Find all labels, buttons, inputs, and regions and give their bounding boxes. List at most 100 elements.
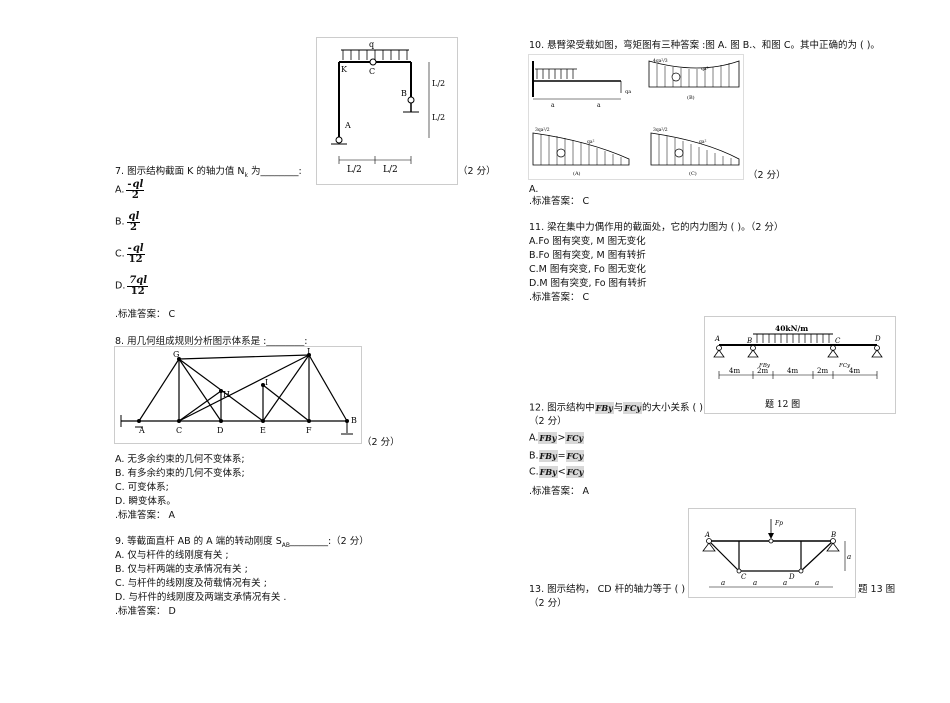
q7-vdim-1: L/2 (432, 79, 445, 88)
q12-fcy-symbol: FCy (623, 402, 642, 414)
q10-dim-a1: a (551, 102, 555, 109)
q11-option-a[interactable]: A.Fo 图有突变, M 图无变化 (529, 236, 646, 247)
q8-node-H: H (223, 390, 230, 399)
q9-option-c[interactable]: C. 与杆件的线刚度及荷载情况有关 ; (115, 578, 267, 589)
q12-answer: .标准答案： A (529, 486, 590, 497)
q8-truss-figure: G J H I A C D E F B (114, 346, 362, 444)
q12-dim-2: 2m (757, 367, 768, 375)
q12-node-A: A (714, 335, 720, 343)
q10-option-a[interactable]: A. (529, 184, 539, 195)
q7-hdim-1: L/2 (347, 165, 362, 175)
q7-label-B: B (401, 89, 407, 98)
q7-label-C: C (369, 67, 375, 76)
q10-score: （2 分） (748, 170, 786, 181)
q11-stem: 11. 梁在集中力偶作用的截面处，它的内力图为 ( )。（2 分） (529, 222, 784, 233)
q13-stem: 13. 图示结构， CD 杆的轴力等于 ( ) (529, 584, 686, 595)
q13-node-C: C (741, 573, 747, 581)
q13-score: （2 分） (529, 598, 567, 609)
q12-option-a[interactable]: A.FBy>FCy (529, 432, 585, 444)
q13-dim-1: a (721, 579, 725, 587)
q8-node-J: J (306, 347, 310, 356)
q13-load-Fp: Fp (774, 520, 783, 527)
q12-fcy-label: FCy (838, 363, 851, 369)
q12-fby-label: FBy (758, 363, 771, 369)
q7-load-label: q (369, 40, 374, 49)
q9-option-a[interactable]: A. 仅与杆件的线刚度有关 ; (115, 550, 229, 561)
q8-node-I: I (265, 378, 268, 387)
q8-option-b[interactable]: B. 有多余约束的几何不变体系; (115, 468, 245, 479)
q13-dim-3: a (783, 579, 787, 587)
q12-dim-1: 4m (729, 367, 740, 375)
q9-answer: .标准答案： D (115, 606, 176, 617)
q12-stem: 12. 图示结构中FBy与FCy的大小关系 ( ) (529, 402, 703, 414)
q12-dim-5: 4m (849, 367, 860, 375)
q12-node-D: D (874, 335, 881, 343)
q7-answer: .标准答案： C (115, 309, 176, 320)
q7-frame-figure: q K C B A L/2 L/2 L/2 L/2 (316, 37, 458, 185)
q12-dim-3: 4m (787, 367, 798, 375)
q10-b-label: (B) (687, 94, 695, 101)
q12-node-B: B (746, 337, 752, 345)
q13-dim-2: a (753, 579, 757, 587)
q8-node-C: C (176, 426, 182, 435)
q8-node-D: D (217, 426, 223, 435)
q10-c-label: (C) (689, 170, 697, 177)
q10-b-right: qa² (701, 66, 709, 72)
q8-node-G: G (173, 350, 179, 359)
q8-node-E: E (260, 426, 266, 435)
q13-caption: 题 13 图 (858, 584, 896, 595)
q13-node-A: A (704, 531, 710, 539)
q11-answer: .标准答案： C (529, 292, 590, 303)
q7-vdim-2: L/2 (432, 113, 445, 122)
q12-option-c[interactable]: C.FBy<FCy (529, 466, 585, 478)
q10-dim-a2: a (597, 102, 601, 109)
q8-option-a[interactable]: A. 无多余约束的几何不变体系; (115, 454, 245, 465)
q13-node-B: B (830, 531, 836, 539)
q12-option-b[interactable]: B.FBy=FCy (529, 450, 585, 462)
q8-score: （2 分） (362, 437, 400, 448)
q10-load-qa: qa (625, 89, 631, 95)
q11-option-b[interactable]: B.Fo 图有突变, M 图有转折 (529, 250, 646, 261)
q13-dim-4: a (815, 579, 819, 587)
q10-stem: 10. 悬臂梁受载如图，弯矩图有三种答案 :图 A. 图 B.、和图 C。其中正… (529, 40, 880, 51)
q8-node-A: A (138, 426, 145, 435)
q10-a-label: (A) (573, 170, 581, 177)
q13-dim-height: a (847, 553, 851, 561)
q7-stem: 7. 图示结构截面 K 的轴力值 Nk 为________: (115, 166, 302, 179)
q12-load-label: 40kN/m (775, 324, 808, 333)
q10-c-right: qa² (699, 139, 707, 145)
q13-node-D: D (788, 573, 795, 581)
q13-truss-figure: Fp A B C D a a a a a (688, 508, 856, 598)
q11-option-d[interactable]: D.M 图有突变, Fo 图有转折 (529, 278, 647, 289)
q12-dim-4: 2m (817, 367, 828, 375)
q10-a-right: qa² (587, 139, 595, 145)
q10-answer: .标准答案： C (529, 196, 590, 207)
q12-beam-figure: 40kN/m A B C D FBy FCy 4m 2m 4m 2m 4m 题 … (704, 316, 896, 414)
q11-option-c[interactable]: C.M 图有突变, Fo 图无变化 (529, 264, 646, 275)
q8-answer: .标准答案： A (115, 510, 176, 521)
q12-score: （2 分） (529, 416, 567, 427)
q12-node-C: C (835, 337, 841, 345)
q8-option-d[interactable]: D. 瞬变体系。 (115, 496, 176, 507)
q12-fby-symbol: FBy (594, 402, 614, 414)
q10-b-top: 4qa²/3 (653, 58, 668, 64)
q7-score: （2 分） (458, 166, 496, 177)
q12-caption: 题 12 图 (765, 399, 800, 410)
q8-node-F: F (306, 426, 312, 435)
q7-label-K: K (341, 65, 348, 74)
q7-label-A: A (344, 121, 351, 130)
q9-option-d[interactable]: D. 与杆件的线刚度及两端支承情况有关 . (115, 592, 287, 603)
q10-c-top: 3qa²/2 (653, 127, 668, 133)
q8-option-c[interactable]: C. 可变体系; (115, 482, 169, 493)
q8-node-B: B (351, 416, 357, 425)
q9-stem: 9. 等截面直杆 AB 的 A 端的转动刚度 SAB________:（2 分） (115, 536, 369, 549)
q10-a-top: 3qa²/2 (535, 127, 550, 133)
q10-moment-figure: qa a a 4qa²/3 qa² (B) 3qa²/2 qa² (A) (528, 54, 744, 180)
q8-stem: 8. 用几何组成规则分析图示体系是 :________: (115, 336, 308, 347)
q9-option-b[interactable]: B. 仅与杆两端的支承情况有关 ; (115, 564, 248, 575)
q7-hdim-2: L/2 (383, 165, 398, 175)
